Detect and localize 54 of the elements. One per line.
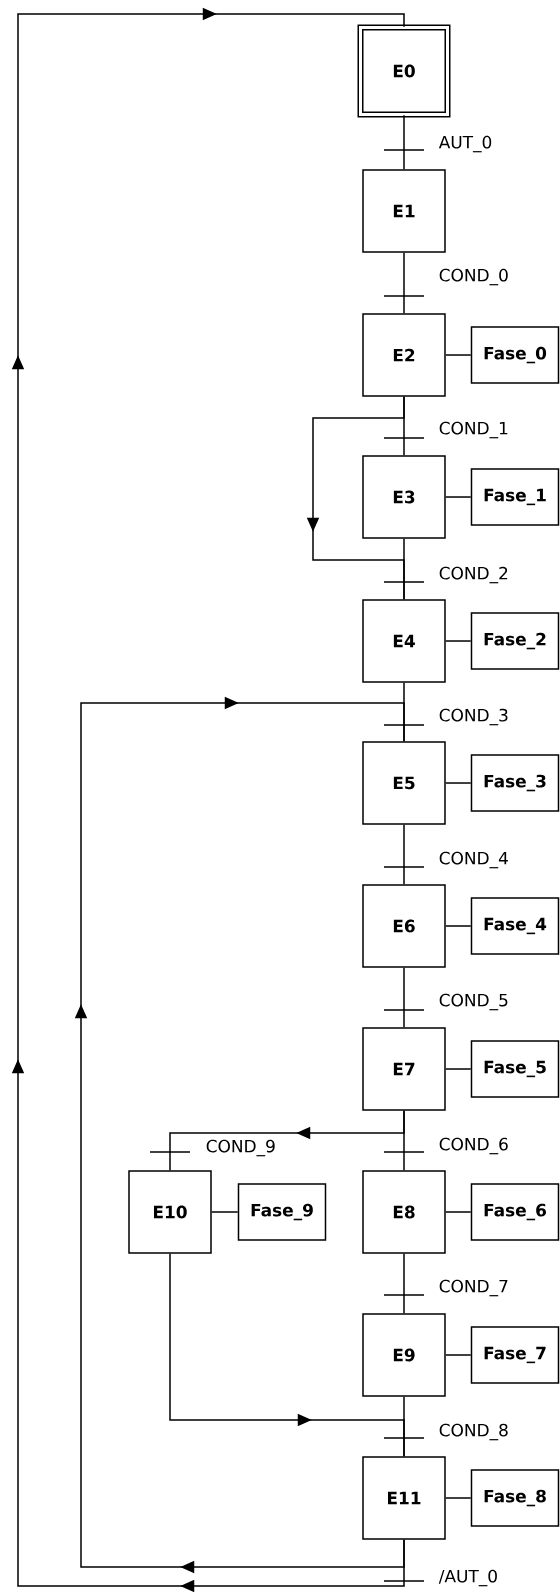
step-box: E11: [362, 1456, 446, 1540]
link-line: [445, 1354, 472, 1356]
transition-label: COND_9: [204, 1138, 277, 1158]
link-line: [445, 925, 472, 927]
link-line: [403, 1253, 405, 1314]
action-box: Fase_6: [470, 1183, 560, 1241]
link-line: [403, 114, 405, 170]
transition-label: COND_7: [437, 1278, 510, 1298]
link-line: [403, 967, 405, 1028]
step-box: E5: [362, 741, 446, 825]
step-box: E8: [362, 1170, 446, 1254]
step-box: E4: [362, 599, 446, 683]
step-box: E7: [362, 1027, 446, 1111]
link-line: [445, 1497, 472, 1499]
transition-label: AUT_0: [437, 134, 494, 154]
action-box: Fase_4: [470, 897, 560, 955]
arrow: [11, 7, 405, 1592]
step-box: E9: [362, 1313, 446, 1397]
transition-label: /AUT_0: [437, 1568, 499, 1588]
step-box: E6: [362, 884, 446, 968]
step-box: E3: [362, 455, 446, 539]
action-box: Fase_0: [470, 326, 560, 384]
transition-label: COND_4: [437, 850, 510, 870]
link-line: [445, 640, 472, 642]
step-box: E10: [128, 1170, 212, 1254]
initial-step-box: E0: [357, 24, 451, 118]
transition-label: COND_2: [437, 565, 510, 585]
action-box: Fase_3: [470, 754, 560, 812]
link-line: [445, 782, 472, 784]
action-box: Fase_5: [470, 1040, 560, 1098]
link-line: [403, 538, 405, 600]
link-line: [211, 1211, 239, 1213]
arrow: [169, 1253, 405, 1457]
transition-label: COND_0: [437, 267, 510, 287]
action-box: Fase_7: [470, 1326, 560, 1384]
transition-label: COND_3: [437, 707, 510, 727]
transition-label: COND_6: [437, 1136, 510, 1156]
action-box: Fase_1: [470, 468, 560, 526]
arrow: [74, 696, 405, 1574]
link-line: [445, 496, 472, 498]
action-box: Fase_9: [237, 1183, 327, 1241]
step-box: E1: [362, 169, 446, 253]
action-box: Fase_8: [470, 1469, 560, 1527]
link-line: [445, 1068, 472, 1070]
link-line: [445, 1211, 472, 1213]
transition-label: COND_8: [437, 1422, 510, 1442]
transition-label: COND_1: [437, 420, 510, 440]
step-box: E2: [362, 313, 446, 397]
arrow: [169, 1110, 405, 1171]
link-line: [445, 354, 472, 356]
action-box: Fase_2: [470, 612, 560, 670]
link-line: [403, 824, 405, 885]
link-line: [403, 252, 405, 314]
transition-label: COND_5: [437, 992, 510, 1012]
